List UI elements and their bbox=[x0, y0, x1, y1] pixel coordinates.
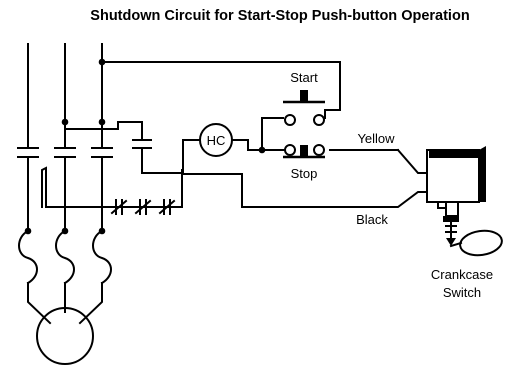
main-contacts bbox=[17, 147, 113, 158]
yellow-wire-label: Yellow bbox=[357, 131, 395, 146]
overload-contacts bbox=[41, 166, 183, 215]
crankcase-label-line2: Switch bbox=[443, 285, 481, 300]
start-label: Start bbox=[290, 70, 318, 85]
supply-lines bbox=[27, 43, 103, 229]
motor-circle bbox=[36, 307, 94, 365]
overload-heaters bbox=[18, 229, 112, 285]
crankcase-switch: Crankcase Switch bbox=[426, 146, 503, 300]
motor-leads bbox=[27, 282, 103, 325]
stop-label: Stop bbox=[291, 166, 318, 181]
hc-coil: HC bbox=[199, 123, 233, 157]
black-wire-label: Black bbox=[356, 212, 388, 227]
stop-pushbutton: Stop bbox=[283, 144, 325, 181]
start-pushbutton: Start bbox=[283, 70, 325, 126]
crankcase-label-line1: Crankcase bbox=[431, 267, 493, 282]
hc-coil-label: HC bbox=[207, 133, 226, 148]
diagram-title: Shutdown Circuit for Start-Stop Push-but… bbox=[90, 8, 469, 24]
control-wiring bbox=[64, 61, 428, 208]
